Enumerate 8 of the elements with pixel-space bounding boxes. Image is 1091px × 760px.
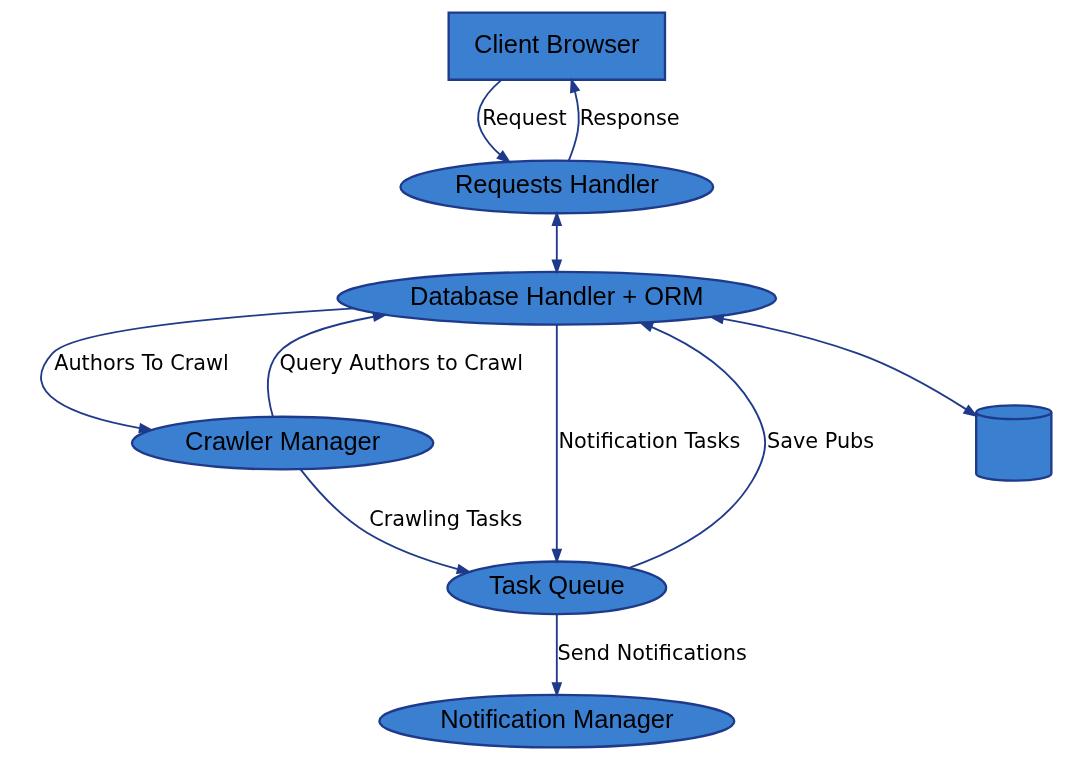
edge-label: Response <box>579 106 680 131</box>
edge-label: Request <box>481 106 567 131</box>
edge-label: Send Notifications <box>557 640 747 665</box>
edge-label: Query Authors to Crawl <box>278 351 523 376</box>
edge-label: Notification Tasks <box>557 429 740 454</box>
edge-label: Save Pubs <box>766 429 874 454</box>
edge-label: Crawling Tasks <box>368 507 522 532</box>
edge-label: Authors To Crawl <box>53 351 229 376</box>
